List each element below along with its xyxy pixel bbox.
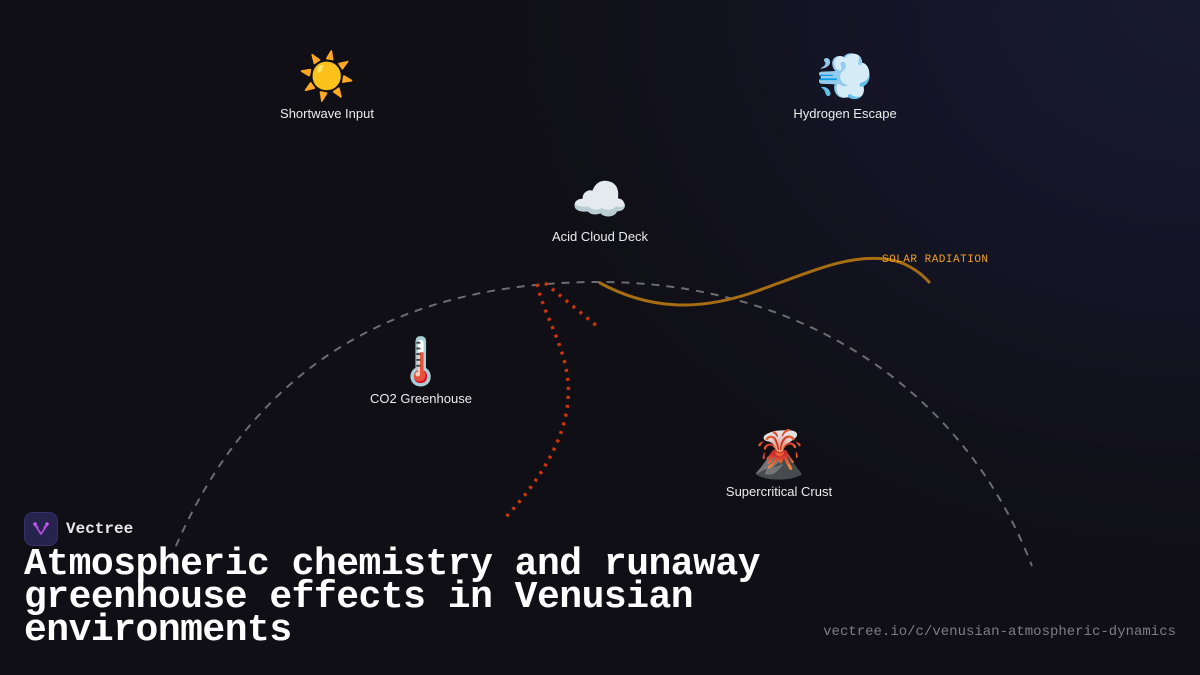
solar-radiation-label: SOLAR RADIATION	[882, 254, 989, 266]
volcano-icon: 🌋	[750, 427, 808, 481]
red-dotted-link-2[interactable]	[543, 281, 600, 329]
node-label: CO2 Greenhouse	[370, 391, 472, 406]
thermometer-icon: 🌡️	[392, 334, 450, 388]
node-label: Supercritical Crust	[725, 484, 833, 499]
node-supercritical-crust[interactable]: 🌋 Supercritical Crust	[726, 426, 832, 499]
node-label: Acid Cloud Deck	[551, 229, 649, 244]
node-label: Hydrogen Escape	[793, 106, 897, 121]
page-title: Atmospheric chemistry and runaway greenh…	[24, 543, 761, 652]
cloud-icon: ☁️	[571, 172, 629, 226]
solar-radiation-curve[interactable]	[598, 256, 931, 307]
share-url[interactable]: vectree.io/c/venusian-atmospheric-dynami…	[823, 624, 1176, 640]
node-co2-greenhouse[interactable]: 🌡️ CO2 Greenhouse	[370, 333, 472, 406]
sun-icon: ☀️	[298, 49, 356, 103]
brand-name: Vectree	[66, 520, 134, 538]
node-label: Shortwave Input	[280, 106, 374, 121]
node-acid-cloud-deck[interactable]: ☁️ Acid Cloud Deck	[552, 171, 648, 244]
vectree-logo-icon	[24, 512, 58, 546]
orbit-arc	[169, 280, 1033, 567]
node-shortwave-input[interactable]: ☀️ Shortwave Input	[280, 48, 374, 121]
red-dotted-link-1[interactable]	[504, 283, 571, 519]
dash-wind-icon: 💨	[816, 49, 874, 103]
node-hydrogen-escape[interactable]: 💨 Hydrogen Escape	[793, 48, 896, 121]
brand: Vectree	[24, 512, 133, 546]
